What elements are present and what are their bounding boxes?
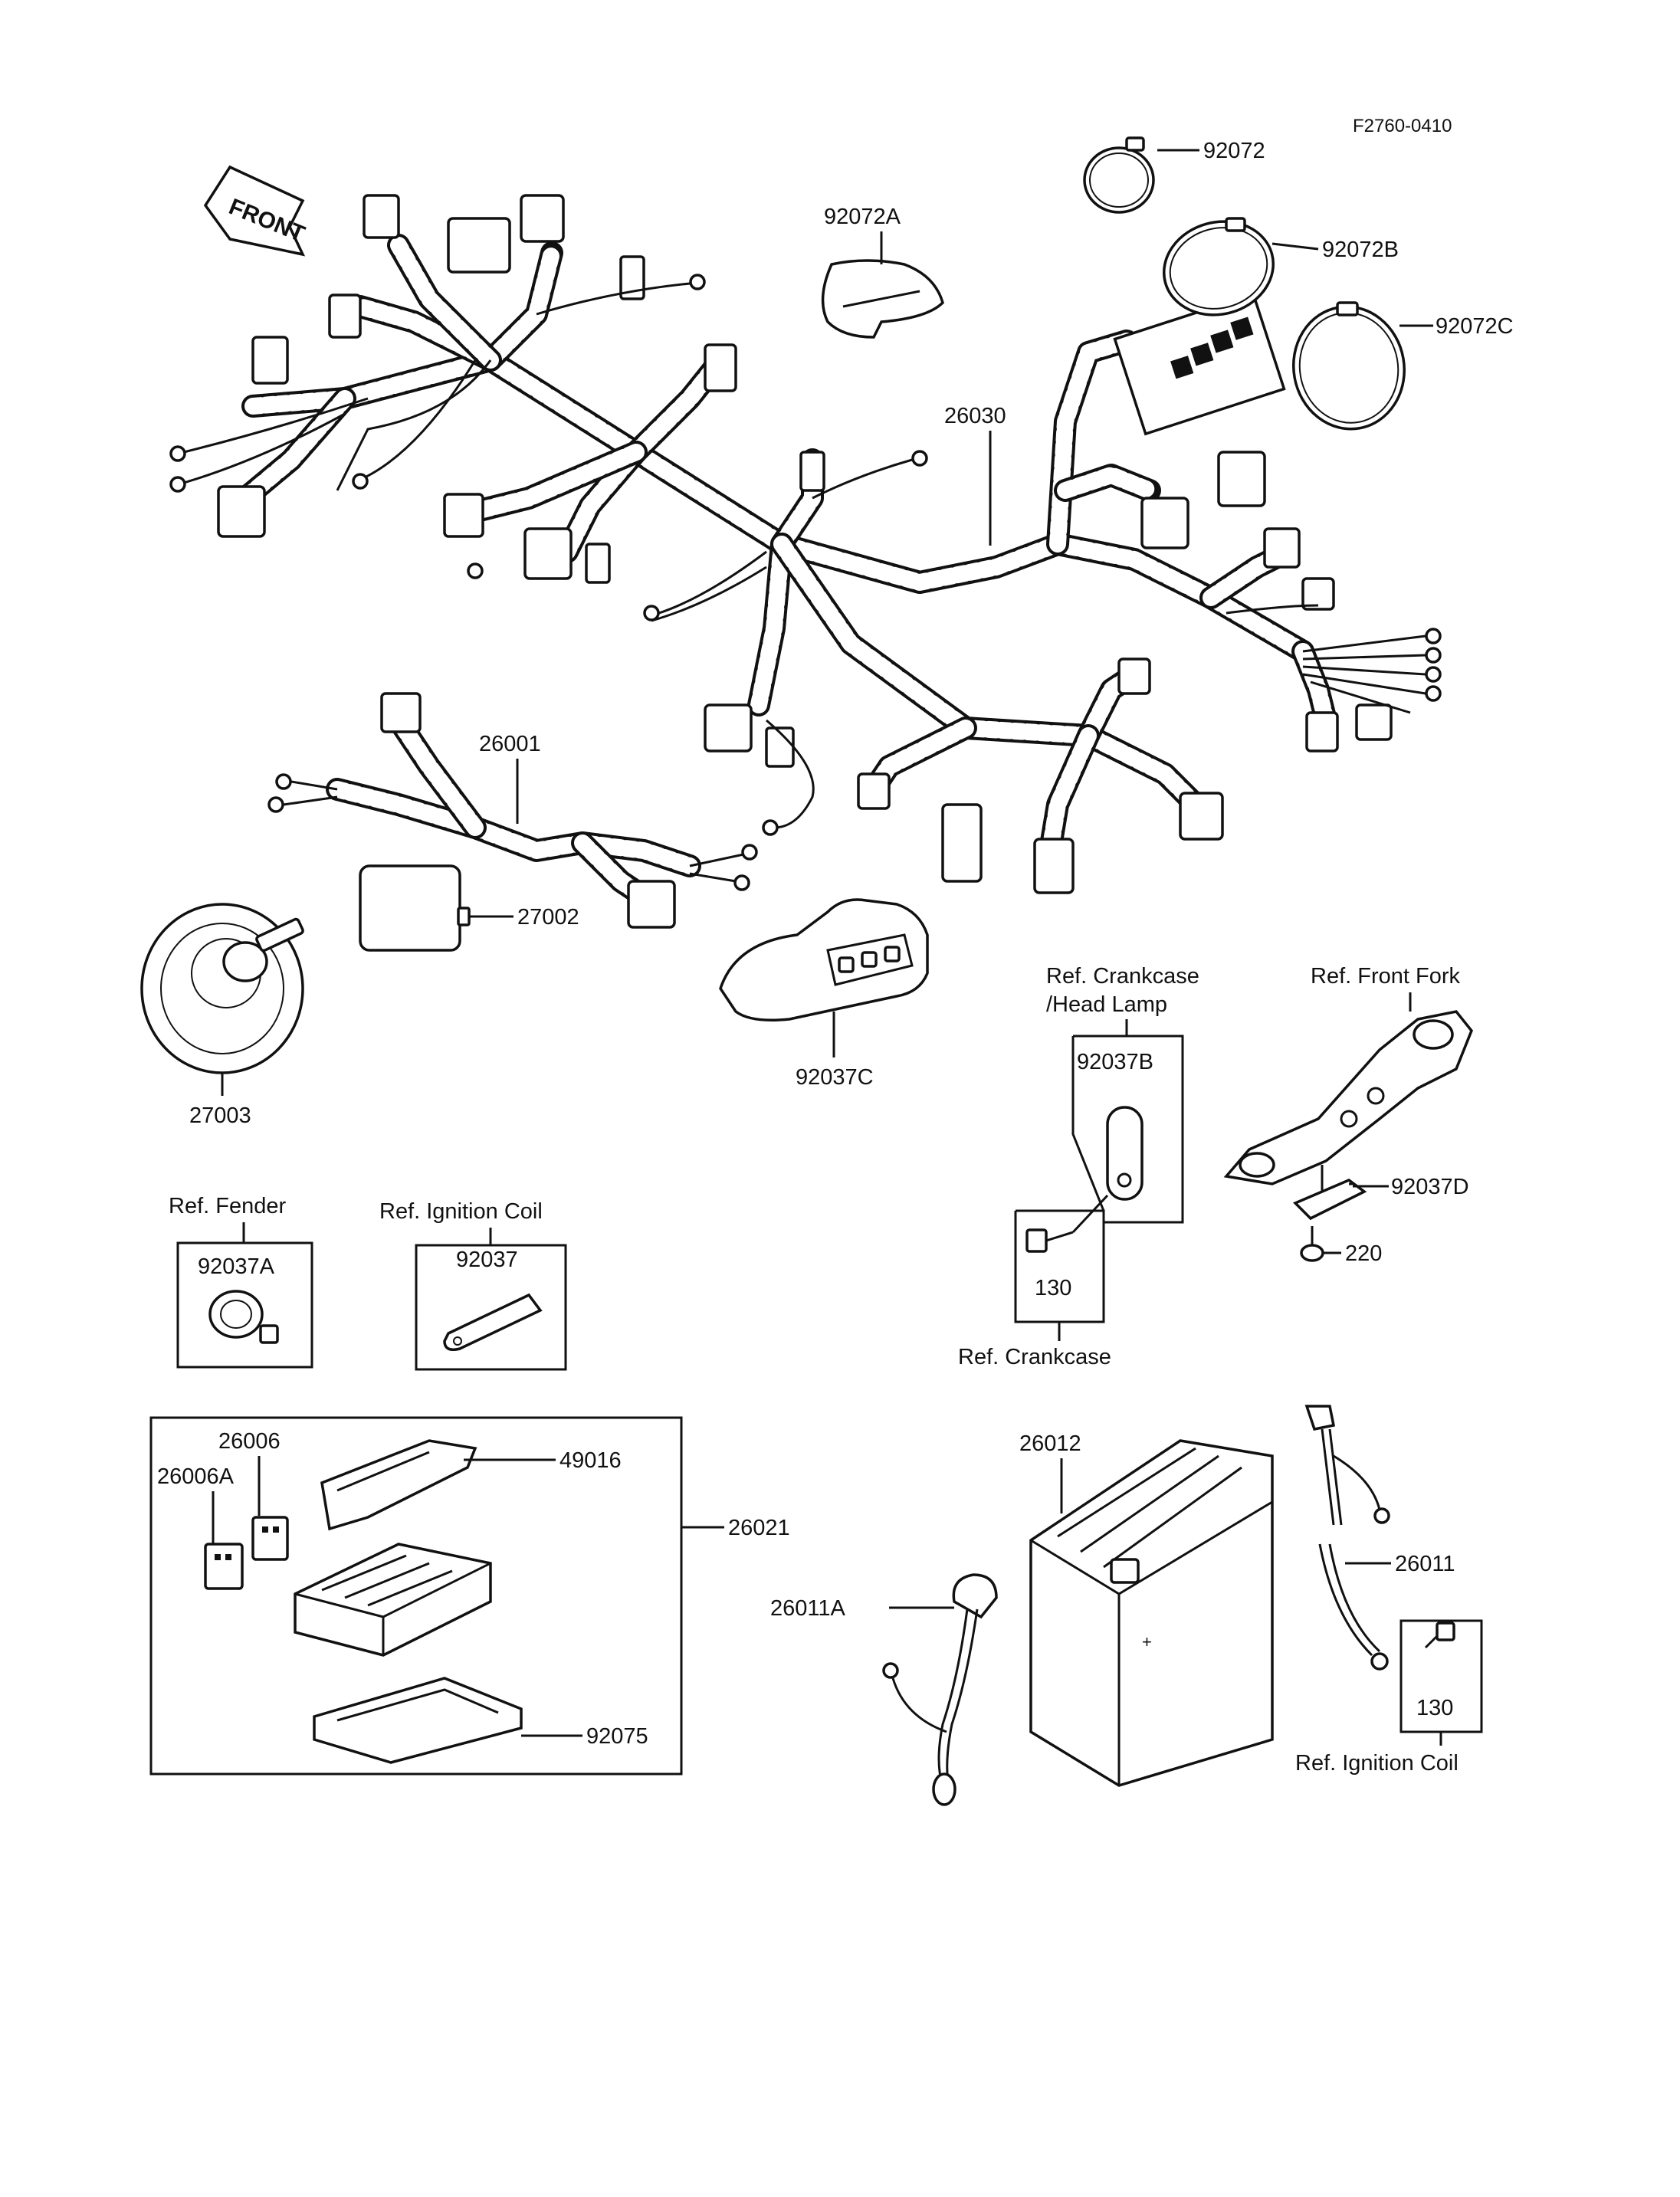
clamp-92072C: 92072C [1291, 301, 1514, 431]
label-26006A: 26006A [157, 1464, 235, 1489]
box-92037B: 92037B [1071, 1035, 1184, 1224]
box-130-ignition-coil: 130 [1399, 1619, 1483, 1733]
fuse-box-group-26021: 26021 26006 26006A 49016 [149, 1416, 790, 1776]
fuse-26006A-icon [204, 1543, 244, 1590]
clamp-92072: 92072 [1083, 136, 1265, 214]
main-harness-connectors [169, 194, 1442, 894]
clamp-92037D: 92037D [1292, 1165, 1469, 1221]
ref-crankcase: Ref. Crankcase [958, 1345, 1111, 1369]
fuse-box-base-92075: 92075 [313, 1677, 648, 1764]
clamp-92072A: 92072A [821, 205, 944, 339]
fuse-box-cover-49016: 49016 [320, 1439, 622, 1531]
sub-harness-26001: 26001 [267, 692, 758, 929]
label-27003: 27003 [189, 1103, 251, 1128]
battery-26012: 26012 + [1019, 1431, 1274, 1787]
label-92037: 92037 [456, 1248, 518, 1272]
svg-text:+: + [1142, 1632, 1152, 1651]
relay-27002: 27002 [359, 864, 579, 952]
ref-front-fork: Ref. Front Fork [1311, 964, 1460, 989]
box-130-crankcase: 130 [1014, 1194, 1109, 1323]
clamp-92072B: 92072B [1162, 217, 1399, 316]
label-26011A: 26011A [770, 1596, 845, 1621]
label-92037B: 92037B [1077, 1050, 1153, 1074]
fuse-box-body [294, 1543, 492, 1657]
battery-cable-26011A: 26011A [770, 1573, 998, 1806]
label-26011: 26011 [1395, 1552, 1455, 1576]
label-26001: 26001 [479, 732, 541, 756]
fuse-26006-icon [251, 1516, 289, 1561]
label-26021: 26021 [728, 1516, 790, 1540]
label-49016: 49016 [559, 1448, 622, 1473]
ref-ignition-coil-top: Ref. Ignition Coil [379, 1199, 543, 1224]
label-130-ignition-coil: 130 [1416, 1696, 1453, 1720]
front-fork-bracket [1223, 1010, 1474, 1185]
front-arrow-icon: FRONT [203, 165, 308, 257]
label-92037C: 92037C [796, 1065, 874, 1090]
box-92037A: 92037A [176, 1241, 313, 1369]
ref-crankcase-head-lamp-line2: /Head Lamp [1046, 992, 1167, 1017]
label-26006: 26006 [218, 1429, 281, 1454]
horn-27003: 27003 [140, 903, 304, 1128]
label-92075: 92075 [586, 1724, 648, 1749]
screw-220: 220 [1300, 1226, 1382, 1266]
bolt-icon [1424, 1622, 1455, 1649]
label-92072C: 92072C [1436, 314, 1514, 339]
holder-92037C: 92037C [719, 898, 929, 1090]
bolt-icon [1025, 1194, 1109, 1253]
label-130-crankcase: 130 [1035, 1276, 1071, 1300]
label-220: 220 [1345, 1241, 1382, 1266]
ref-fender: Ref. Fender [169, 1194, 286, 1218]
label-26030: 26030 [944, 404, 1006, 428]
box-92037: 92037 [415, 1244, 567, 1371]
label-26012: 26012 [1019, 1431, 1081, 1456]
label-27002: 27002 [517, 905, 579, 930]
label-92072A: 92072A [824, 205, 901, 229]
label-92072: 92072 [1203, 139, 1265, 163]
battery-cable-26011: 26011 [1304, 1405, 1455, 1671]
ref-ignition-coil-bottom: Ref. Ignition Coil [1295, 1751, 1459, 1776]
label-92072B: 92072B [1322, 238, 1399, 262]
figure-code: F2760-0410 [1353, 116, 1452, 136]
label-92037A: 92037A [198, 1254, 275, 1279]
ref-crankcase-head-lamp-line1: Ref. Crankcase [1046, 964, 1199, 989]
label-92037D: 92037D [1391, 1175, 1469, 1199]
